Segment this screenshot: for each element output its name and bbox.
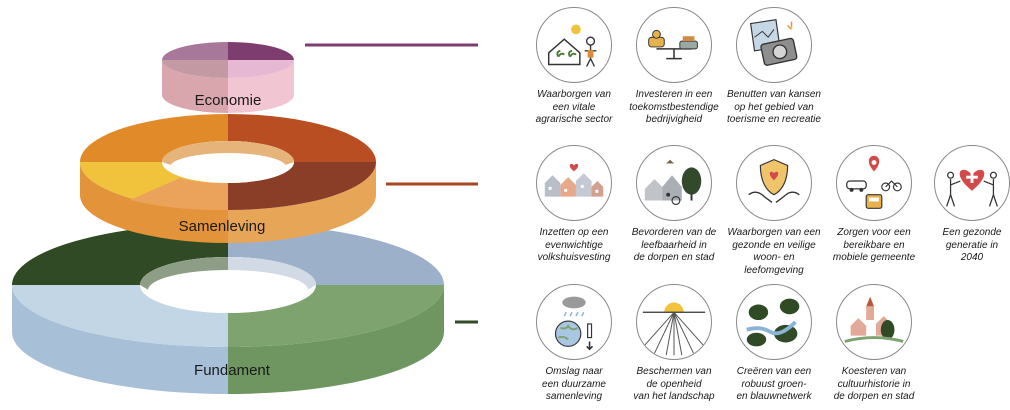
goal-caption: Koesteren van cultuurhistorie in de dorp… <box>833 366 915 402</box>
goal-item: Investeren in een toekomstbestendige bed… <box>624 7 724 127</box>
fundament-label: Fundament <box>194 362 271 379</box>
housing-icon <box>536 145 612 221</box>
goal-item: Benutten van kansen op het gebied van to… <box>724 7 824 127</box>
goal-caption: Een gezonde generatie in 2040 <box>942 227 1002 263</box>
goal-caption: Investeren in een toekomstbestendige bed… <box>629 89 719 125</box>
cultural-history-icon <box>836 284 912 360</box>
goal-item: Waarborgen van een vitale agrarische sec… <box>524 7 624 127</box>
fundament-ring <box>12 223 444 394</box>
economie-label: Economie <box>195 92 262 109</box>
goal-item: Een gezonde generatie in 2040 <box>922 145 1010 265</box>
goal-caption: Bevorderen van de leefbaarheid in de dor… <box>631 227 717 263</box>
goal-caption: Creëren van een robuust groen- en blauwn… <box>736 366 812 402</box>
goal-item: Bevorderen van de leefbaarheid in de dor… <box>624 145 724 265</box>
business-investment-icon <box>636 7 712 83</box>
goal-caption: Omslag naar een duurzame samenleving <box>542 366 606 402</box>
goal-caption: Inzetten op een evenwichtige volkshuisve… <box>537 227 611 263</box>
open-landscape-icon <box>636 284 712 360</box>
green-blue-network-icon <box>736 284 812 360</box>
safety-shield-icon <box>736 145 812 221</box>
goal-caption: Waarborgen van een gezonde en veilige wo… <box>727 227 821 276</box>
economie-disk <box>162 42 294 113</box>
goal-caption: Zorgen voor een bereikbare en mobiele ge… <box>832 227 916 263</box>
farm-icon <box>536 7 612 83</box>
samenleving-label: Samenleving <box>179 218 266 235</box>
mobility-icon <box>836 145 912 221</box>
tourism-camera-icon <box>736 7 812 83</box>
goal-item: Waarborgen van een gezonde en veilige wo… <box>724 145 824 277</box>
climate-icon <box>536 284 612 360</box>
goal-item: Beschermen van de openheid van het lands… <box>624 284 724 404</box>
goal-item: Koesteren van cultuurhistorie in de dorp… <box>824 284 924 404</box>
goal-item: Inzetten op een evenwichtige volkshuisve… <box>524 145 624 265</box>
goal-caption: Benutten van kansen op het gebied van to… <box>727 89 821 125</box>
samenleving-ring <box>80 114 376 243</box>
goal-caption: Beschermen van de openheid van het lands… <box>633 366 715 402</box>
goal-caption: Waarborgen van een vitale agrarische sec… <box>535 89 613 125</box>
layer-stack-diagram: Economie Samenleving Fundament <box>12 42 478 394</box>
healthy-generation-icon <box>934 145 1010 221</box>
goal-item: Zorgen voor een bereikbare en mobiele ge… <box>824 145 924 265</box>
village-liveability-icon <box>636 145 712 221</box>
goal-item: Omslag naar een duurzame samenleving <box>524 284 624 404</box>
goal-item: Creëren van een robuust groen- en blauwn… <box>724 284 824 404</box>
